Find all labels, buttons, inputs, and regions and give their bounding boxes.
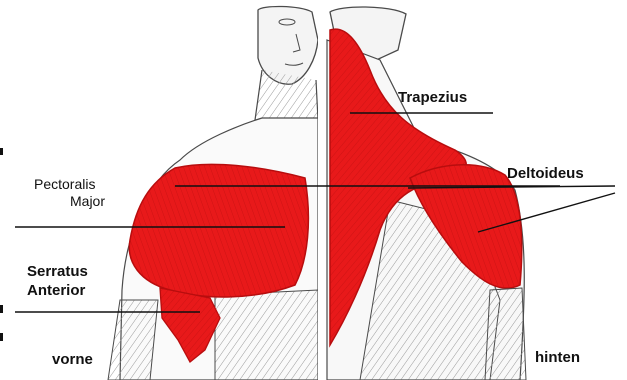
label-serratus-1: Serratus [27,263,88,280]
back-body [327,7,526,380]
label-pectoralis-1: Pectoralis [34,176,95,193]
label-serratus-2: Anterior [27,282,85,299]
label-pectoralis-2: Major [70,193,105,210]
label-trapezius: Trapezius [398,89,467,106]
center-divider [318,0,327,380]
label-deltoideus: Deltoideus [507,165,584,182]
label-back-view: hinten [535,349,580,366]
label-front-view: vorne [52,351,93,368]
front-body [108,6,318,380]
